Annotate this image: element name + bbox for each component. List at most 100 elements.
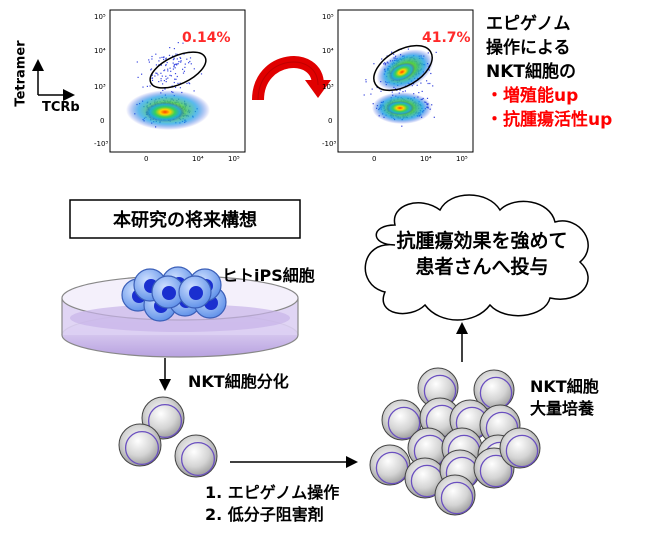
scatter-dot [178,61,180,63]
scatter-dot [158,60,160,62]
cloud-line-1: 抗腫瘍効果を強めて [396,230,568,252]
scatter-dot [163,70,165,72]
scatter-dot [380,90,382,92]
scatter-dot [155,72,157,74]
scatter-dot [420,82,422,84]
scatter-dot [432,85,434,87]
nkt-cell-nucleus [505,434,539,468]
scatter-dot [142,86,144,88]
tick-label: 10³ [322,83,334,91]
note-line-3: NKT細胞の [486,62,576,82]
scatter-dot [172,55,174,57]
scatter-dot [184,63,186,65]
scatter-dot [386,55,388,57]
tick-label: 10⁵ [322,13,334,21]
nkt-cells-expanded [369,367,541,516]
note-line-1: エピゲノム [486,14,571,34]
scatter-dot [146,85,148,87]
scatter-dot [154,75,156,77]
scatter-dot [176,64,178,66]
scatter-dot [430,72,432,75]
scatter-dot [182,68,184,70]
scatter-dot [176,75,178,78]
scatter-dot [148,61,150,63]
step-epigenome: 1. エピゲノム操作 [205,483,340,502]
scatter-dot [161,56,163,58]
scatter-dot [141,73,143,75]
scatter-dot [427,82,429,85]
tick-label: 10⁴ [94,47,106,55]
scatter-dot [373,63,375,65]
scatter-dot [421,90,423,92]
scatter-dot [173,58,175,60]
x-axis-label: TCRb [42,100,80,115]
scatter-dot [200,73,203,75]
scatter-dot [160,78,162,80]
scatter-dot [159,57,161,59]
expansion-line-2: 大量培養 [530,399,595,418]
scatter-dot [173,65,175,67]
scatter-dot [365,81,367,83]
scatter-dot [174,63,176,65]
scatter-dot [381,58,383,60]
percent-before: 0.14% [182,30,231,46]
concept-box-title: 本研究の将来構想 [113,210,257,231]
tick-label: 10⁴ [322,47,334,55]
tick-label: -10³ [94,140,109,148]
scatter-dot [163,80,165,82]
scatter-dot [370,93,372,95]
ips-cell-cluster [121,266,227,322]
steps-list: 1. エピゲノム操作 2. 低分子阻害剤 [205,482,339,526]
scatter-dot [165,64,167,67]
tick-label: 10⁴ [420,155,432,163]
nkt-cell-nucleus [387,406,421,440]
scatter-dot [426,97,429,99]
scatter-dot [172,68,174,70]
scatter-dot [179,82,181,84]
scatter-dot [160,72,162,74]
nkt-cell [499,427,541,469]
scatter-dot [404,90,406,92]
scatter-dot [176,58,178,60]
scatter-dot [173,64,175,66]
scatter-dot [173,66,175,68]
scatter-dot [183,70,185,72]
scatter-dot [170,75,172,77]
scatter-dot [177,42,179,44]
scatter-dot [190,63,192,65]
scatter-dot [170,70,172,72]
scatter-dot [172,62,174,64]
scatter-dot [426,80,428,82]
scatter-dot [164,88,166,90]
scatter-dot [418,92,420,94]
concept-box [69,199,301,239]
nkt-cell-nucleus [440,481,474,515]
scatter-dot [156,72,158,74]
scatter-dot [164,69,166,71]
scatter-dot [393,53,395,55]
scatter-dot [173,57,175,59]
cloud-shape [364,194,589,321]
scatter-dot [189,83,191,85]
gate-ellipse-before [149,51,207,89]
scatter-dot [176,63,178,65]
scatter-dot [402,91,404,93]
scatter-dot [433,116,435,118]
scatter-dot [167,70,169,72]
note-line-2: 操作による [486,38,571,58]
scatter-dot [177,63,179,65]
scatter-dot [167,77,169,79]
scatter-dot [155,64,157,66]
scatter-dot [189,57,192,59]
nkt-cells-small [118,396,218,478]
scatter-dot [184,66,186,68]
scatter-dot [163,56,165,58]
scatter-dot [186,82,188,84]
flow-plot-after [337,9,474,153]
scatter-dot [173,81,175,84]
scatter-dot [180,60,182,62]
scatter-dot [171,85,173,87]
scatter-dot [165,57,167,59]
scatter-dot [151,74,153,76]
